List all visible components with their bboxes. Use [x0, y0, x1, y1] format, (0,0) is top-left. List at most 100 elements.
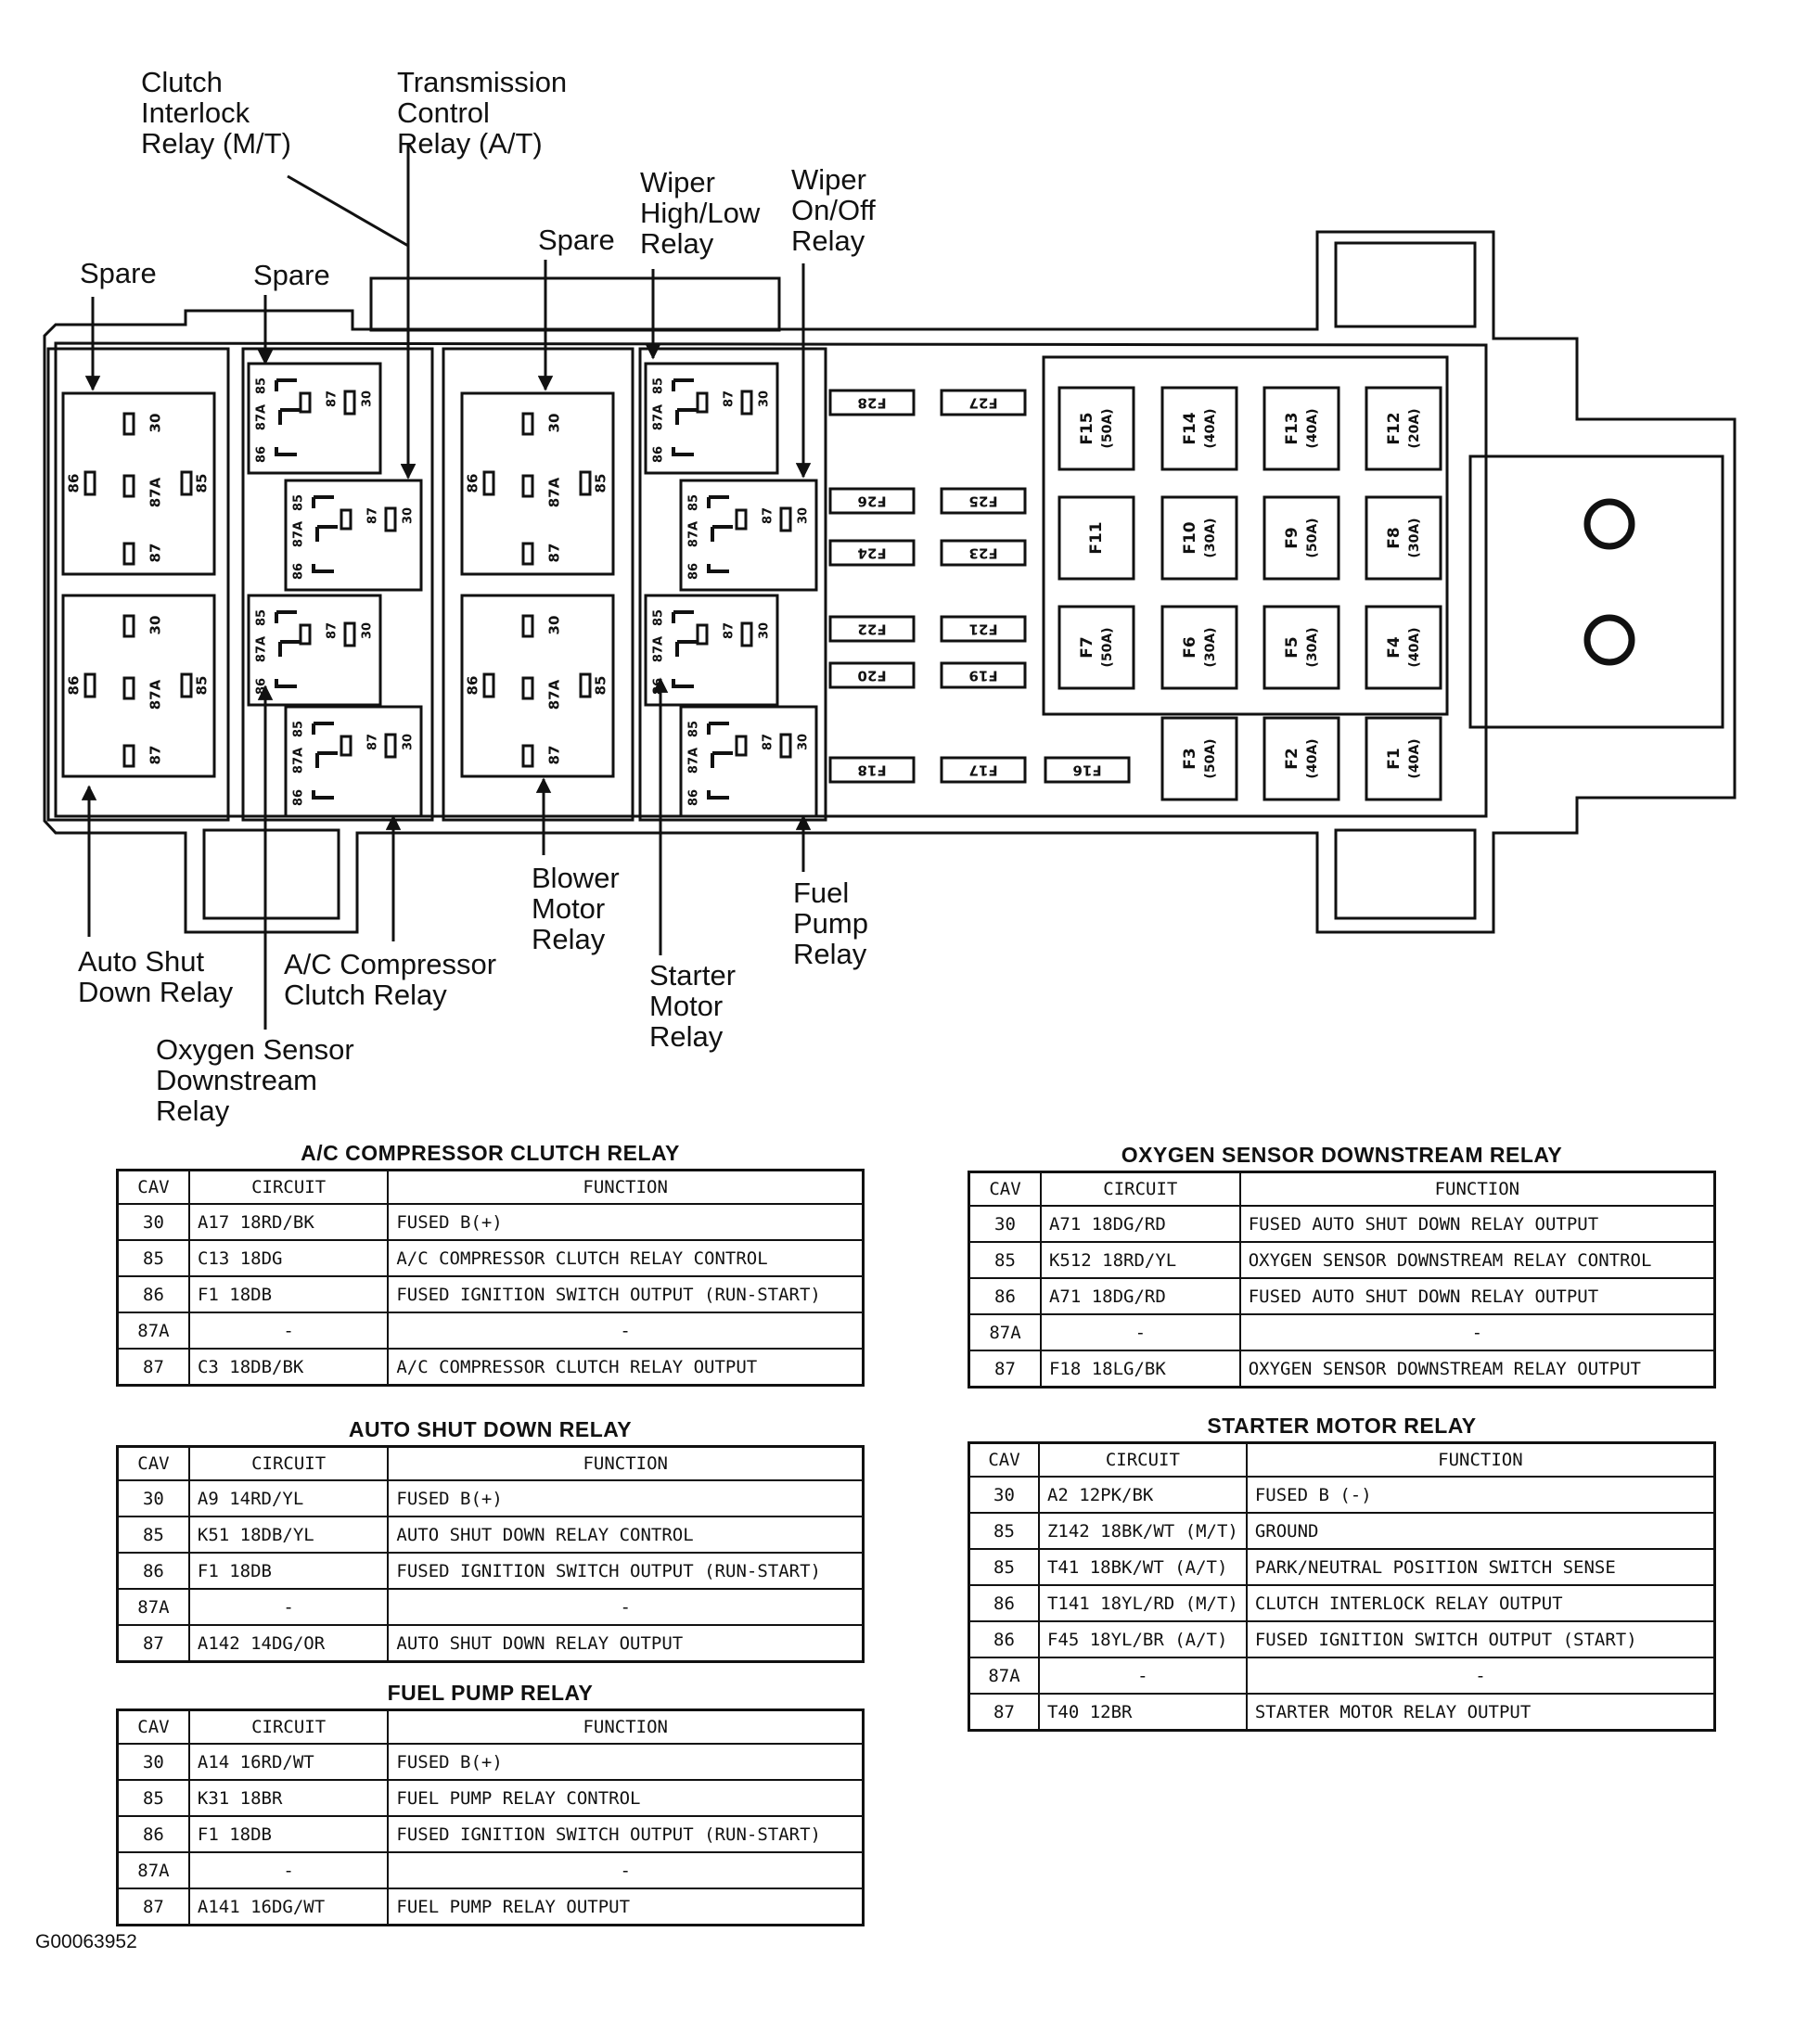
pin-85-label: 85 — [652, 609, 666, 626]
cell-function: - — [387, 1312, 865, 1350]
fuse-body — [1057, 386, 1135, 471]
terminal — [122, 412, 135, 436]
cell-cav: 86 — [968, 1620, 1040, 1658]
cell-cav: 30 — [968, 1205, 1042, 1243]
bottom-tab-left — [202, 828, 340, 920]
small-fuse-f18: F18 — [828, 756, 916, 784]
cell-cav: 87 — [968, 1350, 1042, 1389]
cell-circuit: F18 18LG/BK — [1039, 1350, 1241, 1389]
cell-cav: 87 — [116, 1348, 190, 1387]
cell-circuit: F1 18DB — [187, 1275, 390, 1313]
terminal — [122, 542, 135, 566]
cell-cav: 87A — [968, 1313, 1042, 1351]
fuse-id: F13 — [1283, 412, 1301, 444]
cell-function: GROUND — [1245, 1512, 1716, 1550]
relay-bay-1 — [46, 347, 230, 822]
fuse-body — [1262, 605, 1340, 690]
fuse-body — [940, 661, 1027, 689]
cell-cav: 87A — [968, 1657, 1040, 1695]
fuse-label: F26 — [857, 493, 886, 510]
terminal — [672, 679, 694, 688]
terminal — [315, 751, 338, 768]
terminal — [707, 564, 729, 573]
pin-86-label: 86 — [687, 563, 701, 580]
maxi-fuse-f10: F10(30A) — [1160, 495, 1238, 581]
pin-85-label: 85 — [255, 378, 269, 394]
cell-cav: 87 — [116, 1888, 190, 1926]
cell-circuit: F45 18YL/BR (A/T) — [1037, 1620, 1248, 1658]
callout-fuel-pump-relay: Fuel Pump Relay — [793, 877, 868, 970]
maxi-fuse-f12: F12(20A) — [1365, 386, 1442, 471]
fuse-rating: (50A) — [1203, 738, 1218, 778]
cell-circuit: C3 18DB/BK — [187, 1348, 390, 1387]
fuse-id: F4 — [1385, 636, 1403, 659]
cell-circuit: - — [187, 1588, 390, 1626]
top-tab-right — [1334, 241, 1477, 328]
pin-87a-label: 87A — [687, 521, 701, 547]
column-header: CAV — [968, 1171, 1042, 1207]
terminal — [521, 542, 534, 566]
fuse-label: F28 — [857, 395, 886, 412]
top-rail — [369, 276, 781, 332]
cell-cav: 85 — [968, 1512, 1040, 1550]
cell-cav: 87A — [116, 1851, 190, 1889]
terminal — [275, 378, 297, 391]
relay-body — [644, 362, 779, 475]
terminal — [275, 679, 297, 688]
terminal — [122, 614, 135, 638]
column-header: CAV — [116, 1169, 190, 1205]
column-header: FUNCTION — [1238, 1171, 1716, 1207]
column-header: FUNCTION — [387, 1445, 865, 1481]
table-title-ac-compressor-clutch-relay: A/C COMPRESSOR CLUTCH RELAY — [301, 1141, 680, 1165]
cell-cav: 30 — [116, 1743, 190, 1781]
fuse-rating: (30A) — [1203, 627, 1218, 667]
pin-87a-label: 87A — [147, 679, 164, 710]
cell-cav: 85 — [968, 1548, 1040, 1586]
maxi-fuse-f11: F11 — [1057, 495, 1135, 581]
cell-function: - — [1245, 1657, 1716, 1695]
fuse-id: F6 — [1181, 636, 1199, 658]
terminal — [180, 672, 193, 698]
fuse-body — [1057, 495, 1135, 581]
fuse-id: F2 — [1283, 748, 1301, 769]
box-inner-shell — [54, 341, 1488, 818]
terminal — [740, 390, 753, 416]
fuse-body — [1044, 756, 1131, 784]
fuse-rating: (50A) — [1100, 408, 1115, 448]
fuse-id: F8 — [1385, 527, 1403, 548]
callout-ac-compressor-clutch-relay: A/C Compressor Clutch Relay — [284, 948, 497, 1011]
cell-function: - — [387, 1588, 865, 1626]
pin-30-label: 30 — [797, 507, 811, 524]
relay-bay-4 — [638, 347, 827, 822]
callout-spare-3: Spare — [538, 224, 615, 256]
pin-87-label: 87 — [147, 746, 164, 765]
relay-bay-2 — [241, 347, 434, 822]
terminal — [779, 733, 792, 759]
fuse-body — [828, 615, 916, 643]
maxi-fuse-f9: F9(50A) — [1262, 495, 1340, 581]
fuse-rating: (40A) — [1305, 738, 1320, 778]
terminal — [180, 470, 193, 496]
terminal — [122, 744, 135, 768]
cell-cav: 87A — [116, 1312, 190, 1350]
fuse-label: F18 — [857, 762, 886, 779]
pin-87-label: 87 — [366, 507, 380, 524]
fuse-body — [1160, 386, 1238, 471]
cell-function: FUSED IGNITION SWITCH OUTPUT (RUN-START) — [387, 1815, 865, 1853]
pin-30-label: 30 — [402, 734, 416, 750]
terminal — [735, 508, 748, 531]
terminal — [672, 447, 694, 456]
cell-circuit: A141 16DG/WT — [187, 1888, 390, 1926]
maxi-fuse-f1: F1(40A) — [1365, 716, 1442, 801]
terminal — [299, 623, 312, 646]
